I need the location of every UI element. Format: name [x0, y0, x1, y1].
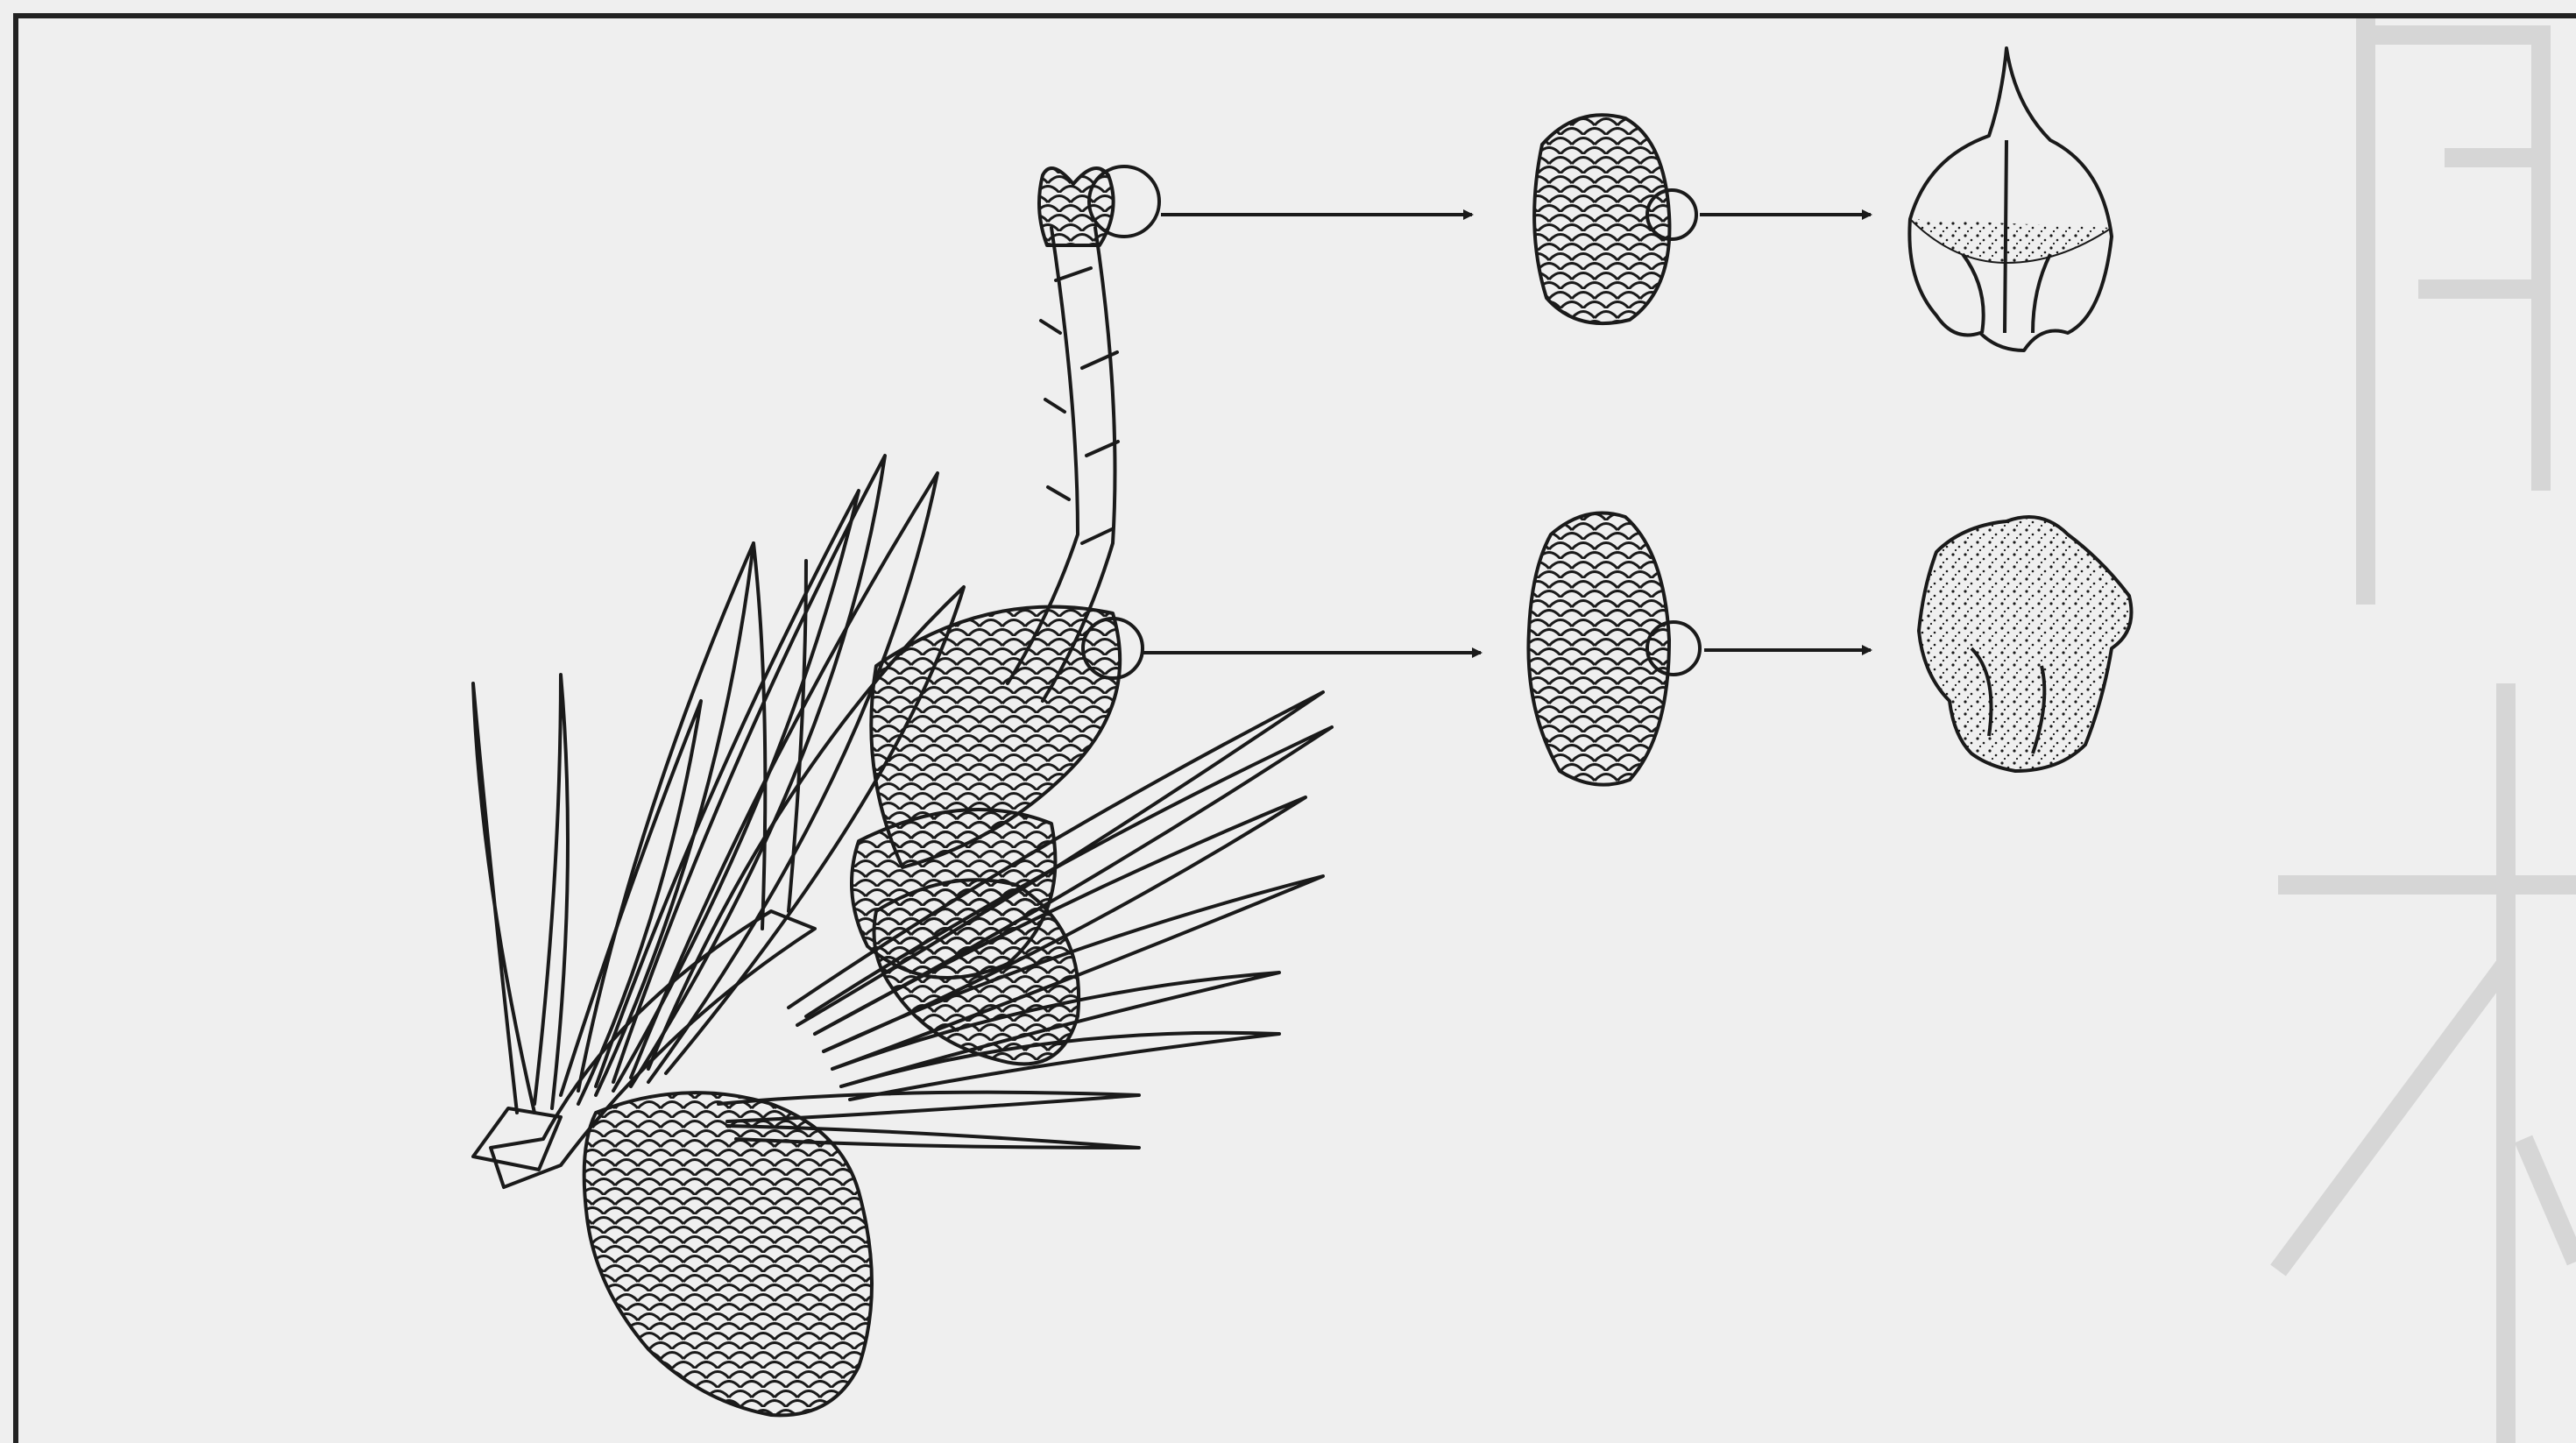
pine-branch-illustration	[473, 166, 1332, 1415]
mature-cone	[584, 1093, 872, 1415]
branch-cut-end	[473, 1108, 561, 1170]
lower-path	[1143, 513, 2132, 785]
pollen-scale	[1919, 517, 2132, 771]
diagram-frame	[16, 16, 2576, 1443]
ovuliferous-scale	[1909, 48, 2112, 350]
watermark	[2278, 18, 2576, 1443]
female-cone-tip	[1039, 166, 1159, 245]
upper-path	[1161, 48, 2112, 350]
